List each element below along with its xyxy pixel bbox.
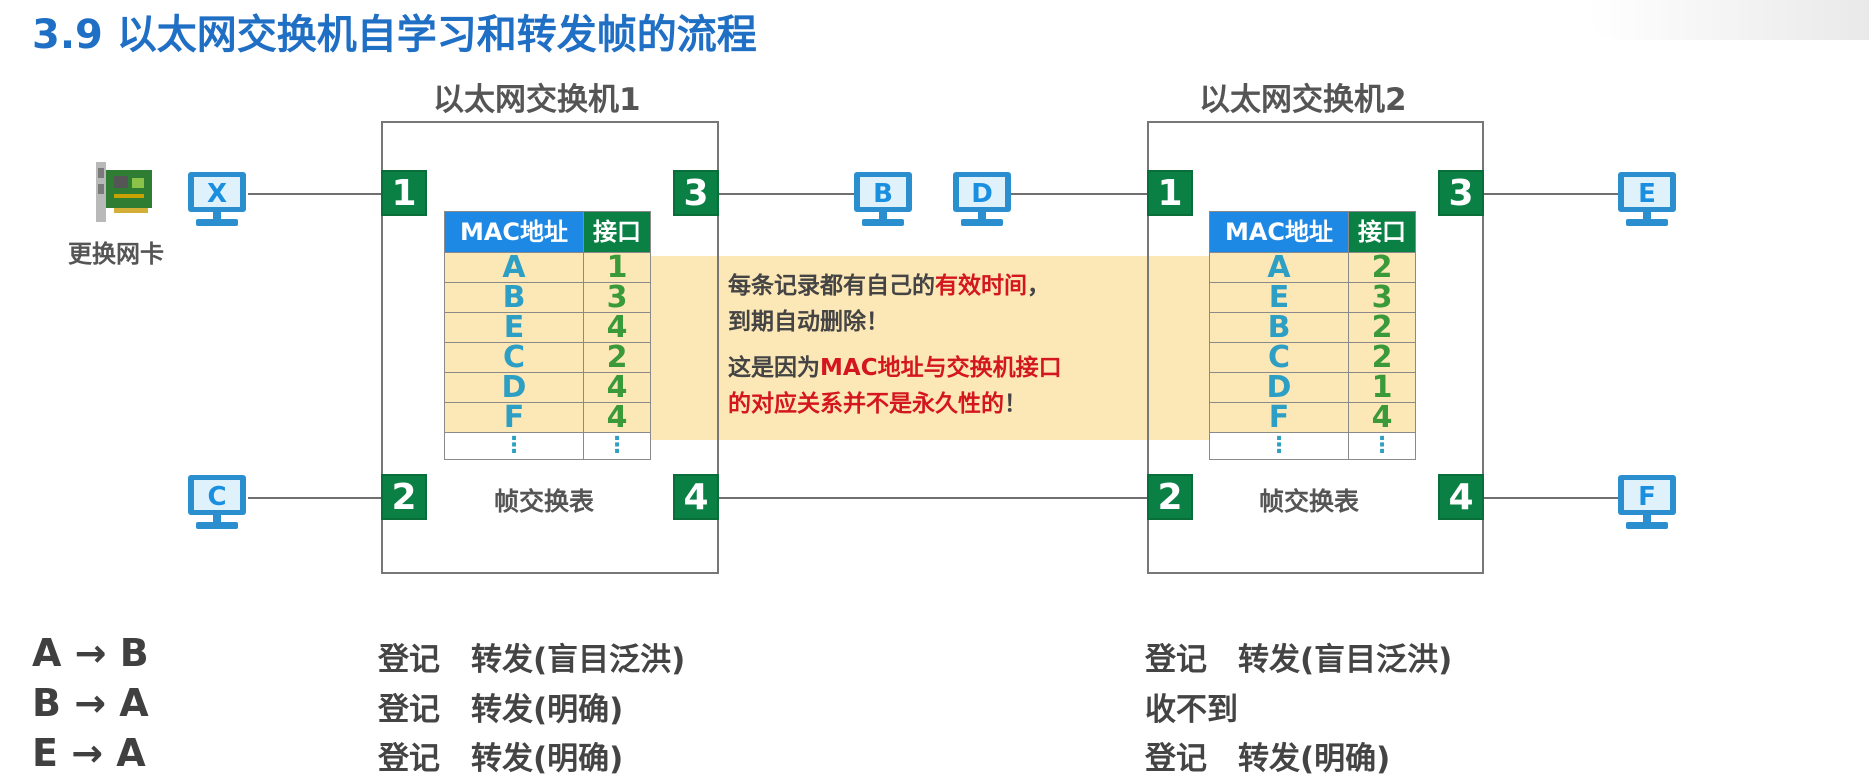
switch1-table-caption: 帧交换表 (494, 487, 595, 516)
note-text-red: MAC地址与交换机接口 (820, 355, 1062, 381)
switch2-box (1147, 121, 1484, 574)
note-line-1: 每条记录都有自己的有效时间， (728, 268, 1062, 304)
flow-sw2-action-2: 收不到 (1145, 692, 1238, 728)
table-cell-mac: C (1209, 342, 1349, 373)
host-d-label: D (971, 179, 993, 209)
flow-sw1-action-2: 登记 转发(明确) (378, 692, 624, 728)
table-cell-mac: D (1209, 372, 1349, 403)
flow-sw1-action-3: 登记 转发(明确) (378, 741, 624, 777)
switch2-port-2: 2 (1147, 474, 1193, 520)
table-cell-port: 2 (1348, 342, 1416, 373)
table-cell-mac: F (444, 402, 584, 433)
table-cell-port: 4 (583, 312, 651, 343)
switch1-port-4: 4 (673, 474, 719, 520)
table-cell-port: 4 (583, 372, 651, 403)
table-header-port: 接口 (1348, 211, 1416, 253)
table-cell-mac: A (1209, 252, 1349, 283)
table-header-port: 接口 (583, 211, 651, 253)
host-c-icon: C (188, 475, 246, 529)
wire-d-sw2 (1010, 193, 1150, 195)
note-line-2: 到期自动删除！ (728, 309, 889, 335)
host-x-icon: X (188, 172, 246, 226)
note-text-red: 的对应关系并不是永久性的 (728, 391, 1004, 417)
table-header-mac: MAC地址 (444, 211, 584, 253)
wire-sw1-sw2 (718, 497, 1150, 499)
flow-sw2-action-3: 登记 转发(明确) (1145, 741, 1391, 777)
switch2-port-4: 4 (1438, 474, 1484, 520)
table-header-mac: MAC地址 (1209, 211, 1349, 253)
table-cell-mac: E (444, 312, 584, 343)
note-line-4: 的对应关系并不是永久性的！ (728, 386, 1062, 422)
switch2-port-1: 1 (1147, 170, 1193, 216)
note-text-normal: 这是因为 (728, 355, 820, 381)
switch1-port-2: 2 (381, 474, 427, 520)
host-f-icon: F (1618, 475, 1676, 529)
page-title: 3.9 以太网交换机自学习和转发帧的流程 (32, 12, 757, 58)
host-b-icon: B (854, 172, 912, 226)
note-line-3: 这是因为MAC地址与交换机接口 (728, 350, 1062, 386)
highlight-band (556, 256, 1216, 440)
switch2-port-3: 3 (1438, 170, 1484, 216)
switch1-label: 以太网交换机1 (433, 82, 641, 118)
table-cell-mac: B (444, 282, 584, 313)
note-text-red: 有效时间 (935, 273, 1027, 299)
table-cell-port: 1 (1348, 372, 1416, 403)
note-text-normal: ！ (1004, 391, 1027, 417)
switch1-port-3: 3 (673, 170, 719, 216)
table-cell-port: 2 (1348, 252, 1416, 283)
nic-label: 更换网卡 (68, 240, 164, 268)
table-cell-port: 4 (1348, 402, 1416, 433)
switch1-port-1: 1 (381, 170, 427, 216)
table-cell-port: 2 (583, 342, 651, 373)
table-cell-port: 4 (583, 402, 651, 433)
host-c-label: C (207, 482, 226, 512)
table-cell-port: 3 (583, 282, 651, 313)
wire-c-sw1 (248, 497, 382, 499)
host-x-label: X (207, 179, 227, 209)
table-ellipsis: ⋮ (583, 432, 651, 460)
host-d-icon: D (953, 172, 1011, 226)
table-cell-mac: A (444, 252, 584, 283)
switch2-label: 以太网交换机2 (1199, 82, 1407, 118)
wire-sw2-e (1484, 193, 1624, 195)
switch1-box (381, 121, 719, 574)
table-cell-mac: F (1209, 402, 1349, 433)
wire-sw1-b (718, 193, 858, 195)
table-cell-port: 3 (1348, 282, 1416, 313)
flow-sw1-action-1: 登记 转发(盲目泛洪) (378, 642, 686, 678)
host-e-label: E (1638, 179, 1656, 209)
host-e-icon: E (1618, 172, 1676, 226)
flow-label-1: A → B (32, 631, 149, 675)
network-card-icon (96, 162, 152, 222)
table-cell-port: 1 (583, 252, 651, 283)
switch2-table-caption: 帧交换表 (1259, 487, 1360, 516)
table-cell-mac: D (444, 372, 584, 403)
note-text-normal: ， (1027, 273, 1050, 299)
table-cell-port: 2 (1348, 312, 1416, 343)
wire-x-sw1 (248, 193, 382, 195)
flow-label-2: B → A (32, 681, 149, 725)
table-cell-mac: C (444, 342, 584, 373)
table-ellipsis: ⋮ (1209, 432, 1349, 460)
flow-sw2-action-1: 登记 转发(盲目泛洪) (1145, 642, 1453, 678)
note-text: 每条记录都有自己的有效时间， 到期自动删除！ 这是因为MAC地址与交换机接口 的… (728, 268, 1062, 422)
flow-label-3: E → A (32, 731, 146, 775)
host-b-label: B (873, 179, 893, 209)
table-ellipsis: ⋮ (1348, 432, 1416, 460)
table-ellipsis: ⋮ (444, 432, 584, 460)
corner-shade (1589, 0, 1869, 40)
wire-sw2-f (1484, 497, 1624, 499)
note-text-normal: 每条记录都有自己的 (728, 273, 935, 299)
table-cell-mac: E (1209, 282, 1349, 313)
table-cell-mac: B (1209, 312, 1349, 343)
host-f-label: F (1638, 482, 1656, 512)
